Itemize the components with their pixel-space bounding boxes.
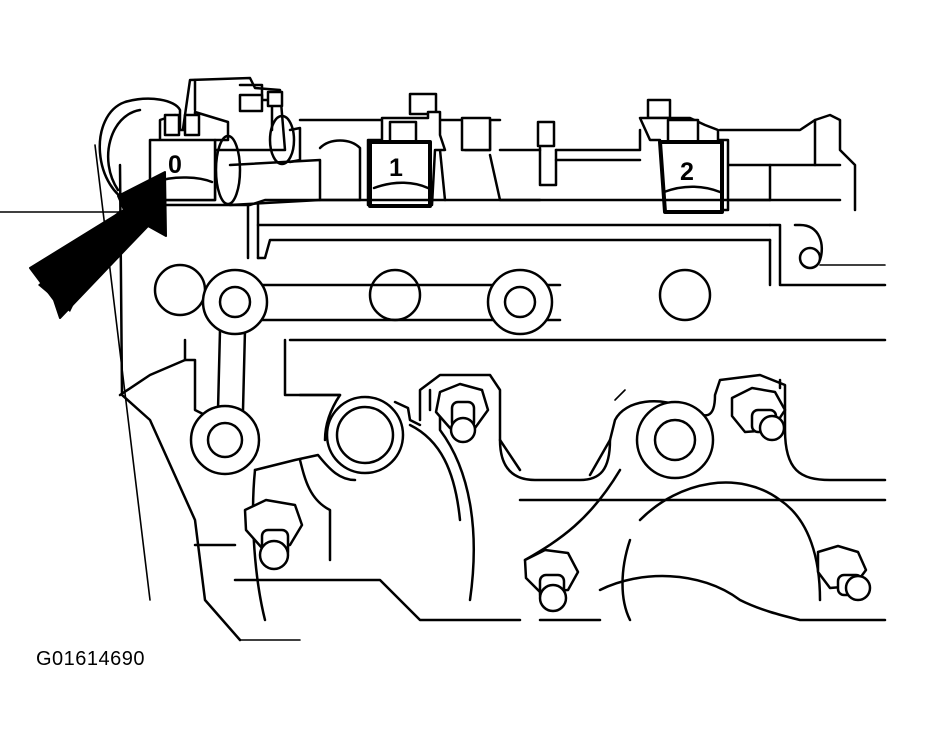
bearing-cap-0: 0 [148,110,242,206]
cylinder-head-outline [94,144,522,642]
figure-id: G01614690 [36,648,146,670]
oil-passage [189,268,562,476]
bolt [730,386,787,442]
lower-plugs [325,395,715,480]
bolt [434,382,490,444]
bolt [243,498,304,571]
bearing-cap-1: 1 [366,92,447,208]
arrow-icon [29,171,167,319]
bearing-cap-label: 1 [389,154,403,182]
camshaft [178,76,857,212]
head-deck [0,198,887,287]
bearing-cap-label: 2 [680,158,694,186]
bores [153,263,712,322]
bolt [523,548,580,613]
bolt [816,544,872,602]
camshaft-sprocket [98,97,182,207]
bearing-cap-2: 2 [638,98,730,214]
bearing-cap-label: 0 [168,151,182,179]
